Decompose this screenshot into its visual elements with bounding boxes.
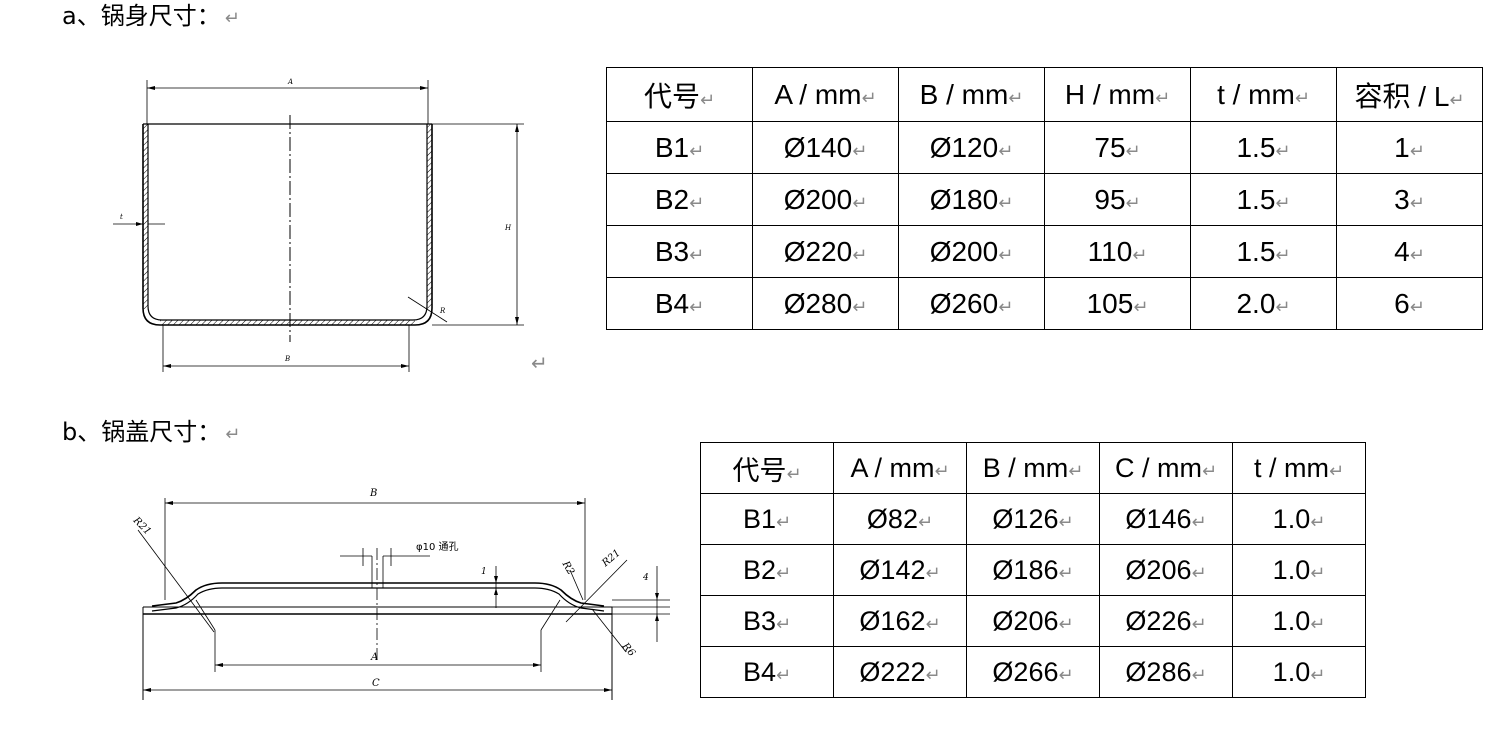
- header-c: C / mm↵: [1099, 442, 1233, 494]
- dim-a-label: A: [370, 652, 378, 663]
- table-row: B4↵ Ø280↵ Ø260↵ 105↵ 2.0↵ 6↵: [606, 277, 1483, 330]
- header-a: A / mm↵: [752, 67, 899, 122]
- table-header-row: 代号↵ A / mm↵ B / mm↵ H / mm↵ t / mm↵ 容积 /…: [606, 67, 1483, 122]
- dim-a-label: A: [287, 78, 293, 86]
- hole-label: φ10 通孔: [416, 541, 459, 553]
- paragraph-mark: ↵: [224, 8, 240, 29]
- section-a-heading: a、锅身尺寸：↵: [62, 2, 240, 33]
- table-row: B3↵ Ø220↵ Ø200↵ 110↵ 1.5↵ 4↵: [606, 225, 1483, 278]
- dim-b-label: B: [369, 488, 377, 499]
- table-row: B4↵ Ø222↵ Ø266↵ Ø286↵ 1.0↵: [700, 646, 1366, 698]
- header-b: B / mm↵: [898, 67, 1045, 122]
- header-t: t / mm↵: [1232, 442, 1366, 494]
- dim-h-label: H: [504, 224, 512, 232]
- paragraph-mark: ↵: [225, 424, 241, 445]
- pot-body-drawing: A H B t R: [113, 78, 524, 372]
- header-t: t / mm↵: [1190, 67, 1337, 122]
- dim-b-label: B: [284, 355, 290, 363]
- lid-profile-inner: [151, 587, 605, 612]
- dim-1-label: 1: [481, 567, 487, 577]
- table-row: B2↵ Ø200↵ Ø180↵ 95↵ 1.5↵ 3↵: [606, 173, 1483, 226]
- header-volume: 容积 / L↵: [1336, 67, 1483, 122]
- r6-label: R6: [619, 640, 637, 659]
- header-h: H / mm↵: [1044, 67, 1191, 122]
- dim-4-label: 4: [642, 573, 649, 583]
- r21-right-label: R21: [599, 548, 622, 570]
- header-code: 代号↵: [700, 442, 834, 494]
- r2-label: R2: [559, 559, 576, 577]
- header-code: 代号↵: [606, 67, 753, 122]
- lid-base: [142, 606, 613, 700]
- pot-wall-outer: [142, 124, 433, 326]
- header-b: B / mm↵: [966, 442, 1100, 494]
- table-row: B1↵ Ø82↵ Ø126↵ Ø146↵ 1.0↵: [700, 493, 1366, 545]
- pot-wall-inner: [147, 124, 428, 321]
- dim-r-label: R: [439, 307, 446, 315]
- paragraph-mark: ↵: [531, 351, 548, 375]
- dim-t-label: t: [120, 213, 123, 221]
- table-row: B2↵ Ø142↵ Ø186↵ Ø206↵ 1.0↵: [700, 544, 1366, 596]
- section-b-heading: b、锅盖尺寸：↵: [62, 418, 240, 449]
- table-row: B1↵ Ø140↵ Ø120↵ 75↵ 1.5↵ 1↵: [606, 121, 1483, 174]
- header-a: A / mm↵: [833, 442, 967, 494]
- table-row: B3↵ Ø162↵ Ø206↵ Ø226↵ 1.0↵: [700, 595, 1366, 647]
- dim-c-label: C: [372, 678, 380, 689]
- lid-profile-outer: [151, 582, 605, 607]
- pot-body-dimensions-table: 代号↵ A / mm↵ B / mm↵ H / mm↵ t / mm↵ 容积 /…: [606, 67, 1483, 330]
- pot-lid-drawing: φ10 通孔 B A C R21 R21 R2 R6 1 4: [130, 488, 670, 700]
- r21-left-label: R21: [130, 515, 153, 538]
- section-a-heading-text: a、锅身尺寸：: [62, 2, 221, 30]
- section-b-heading-text: b、锅盖尺寸：: [62, 418, 222, 446]
- table-header-row: 代号↵ A / mm↵ B / mm↵ C / mm↵ t / mm↵: [700, 442, 1366, 494]
- pot-lid-dimensions-table: 代号↵ A / mm↵ B / mm↵ C / mm↵ t / mm↵ B1↵ …: [700, 442, 1366, 698]
